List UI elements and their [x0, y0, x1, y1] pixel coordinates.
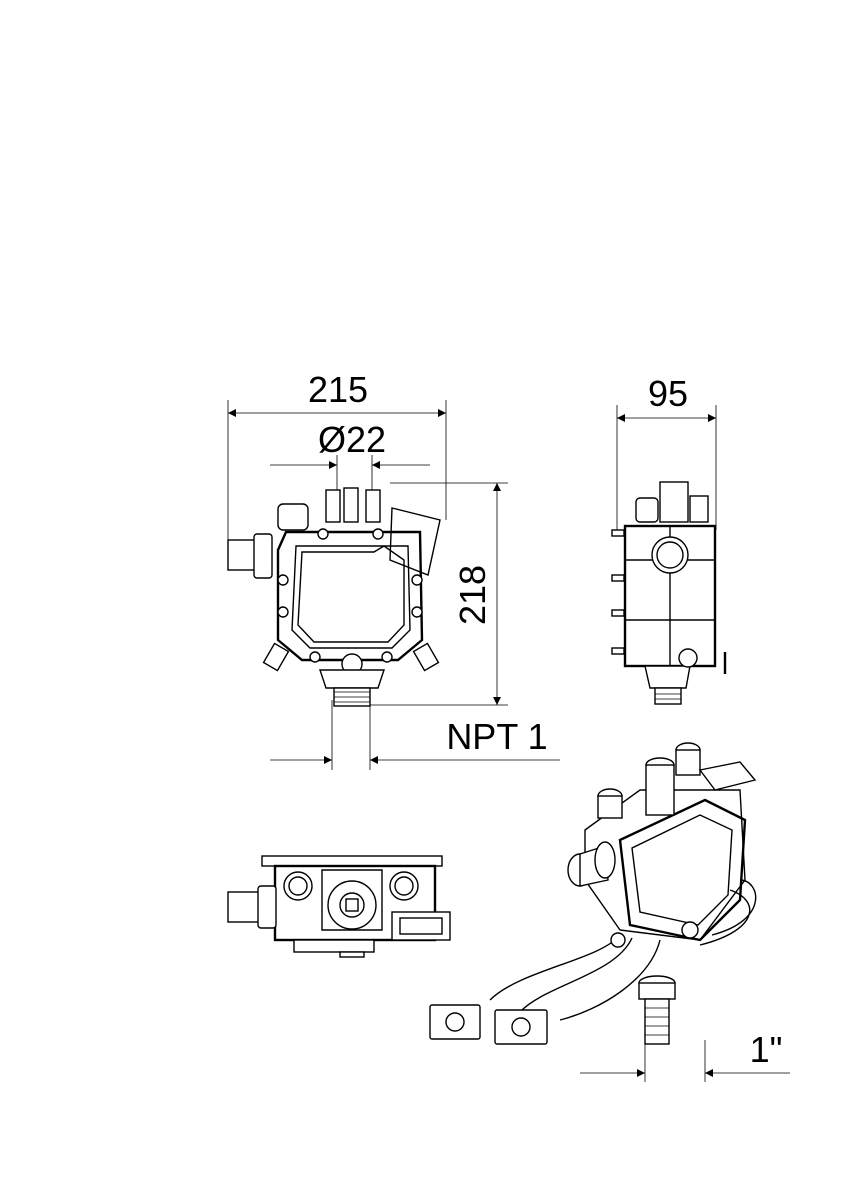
isometric-view	[429, 742, 757, 1045]
dimension-label-95: 95	[648, 373, 688, 414]
bottom-view	[227, 855, 451, 958]
side-view	[611, 481, 727, 705]
dimension-depth-95: 95	[616, 373, 717, 530]
dimension-label-1-inch: 1"	[750, 1029, 783, 1070]
dimension-width-215: 215	[227, 369, 447, 540]
dimension-label-215: 215	[308, 369, 368, 410]
dimension-hose-1-inch: 1"	[580, 1029, 790, 1082]
front-view	[227, 487, 441, 707]
dimension-label-218: 218	[452, 565, 493, 625]
dimension-label-diameter: Ø22	[318, 419, 386, 460]
dimension-npt: NPT 1	[270, 700, 560, 770]
dimension-diameter-22: Ø22	[270, 419, 430, 500]
dimension-label-npt: NPT 1	[446, 716, 547, 757]
dimension-height-218: 218	[370, 482, 508, 706]
